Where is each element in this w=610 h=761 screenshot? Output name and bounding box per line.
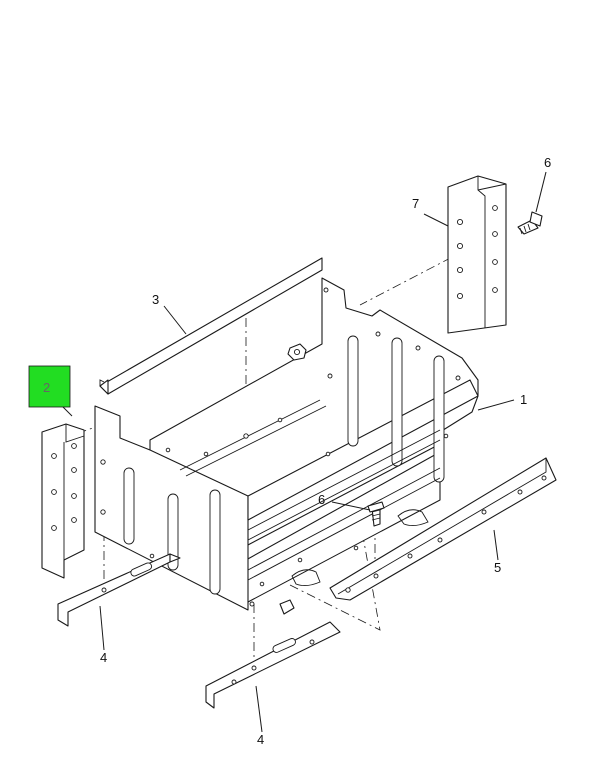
callout-labels: 1 2 3 4 4 5 6 6 7 <box>43 155 551 747</box>
part-6-bolt-upper <box>517 211 543 235</box>
part-7-angle-bracket <box>447 175 507 334</box>
part-4-foot-angle-upper <box>57 553 181 627</box>
part-5-long-rail <box>329 457 557 601</box>
callout-6-lower: 6 <box>318 492 325 507</box>
callout-7: 7 <box>412 196 419 211</box>
leader-lines <box>61 171 547 733</box>
highlight-box <box>28 365 71 408</box>
callout-4-lower: 4 <box>257 732 264 747</box>
part-6-bolt-lower <box>367 501 385 527</box>
callout-6-upper: 6 <box>544 155 551 170</box>
part-4-foot-angle-lower <box>205 621 341 709</box>
callout-4-upper: 4 <box>100 650 107 665</box>
part-3-angle-strip <box>99 257 323 395</box>
part-1-main-box <box>94 277 479 611</box>
callout-2: 2 <box>43 380 50 395</box>
u-clips <box>279 509 429 615</box>
part-2-left-bracket <box>41 423 85 579</box>
callout-3: 3 <box>152 292 159 307</box>
callout-1: 1 <box>520 392 527 407</box>
callout-5: 5 <box>494 560 501 575</box>
